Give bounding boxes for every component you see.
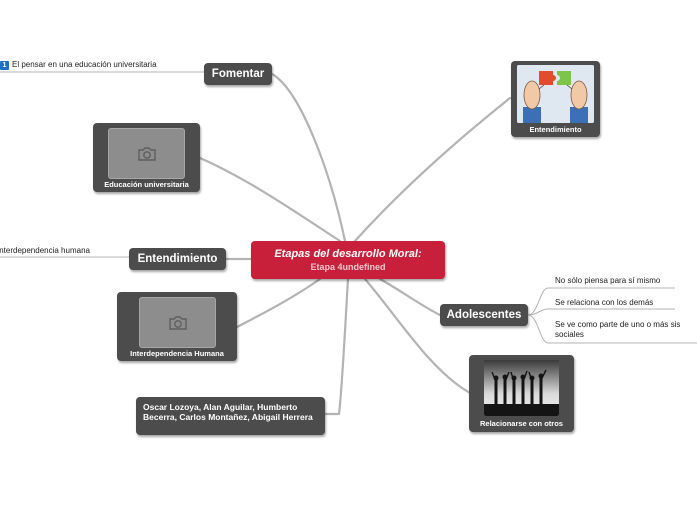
card-label: Entendimiento [529, 125, 582, 134]
card-relacionarse[interactable]: Relacionarse con otros [469, 355, 574, 432]
leaf-adolescentes-2[interactable]: Se relaciona con los demás [555, 298, 654, 307]
card-interdependencia[interactable]: Interdependencia Humana [117, 292, 237, 361]
topic-autores[interactable]: Oscar Lozoya, Alan Aguilar, Humberto Bec… [136, 397, 325, 435]
people-talking-image [517, 65, 594, 123]
card-label: Relacionarse con otros [480, 419, 563, 428]
topic-label: Adolescentes [446, 309, 522, 321]
priority-badge: 1 [0, 61, 9, 70]
camera-icon [137, 146, 156, 161]
topic-label: Fomentar [211, 68, 265, 80]
central-topic[interactable]: Etapas del desarrollo Moral: Etapa 4unde… [251, 241, 445, 279]
leaf-entendimiento[interactable]: Interdependencia humana [0, 246, 90, 255]
leaf-adolescentes-3-cont: sociales [555, 330, 584, 339]
topic-entendimiento[interactable]: Entendimiento [129, 248, 226, 270]
topic-label: Entendimiento [137, 253, 218, 265]
leaf-adolescentes-3[interactable]: Se ve como parte de uno o más sis [555, 320, 681, 329]
leaf-adolescentes-1[interactable]: No sólo piensa para sí mismo [555, 276, 661, 285]
central-title: Etapas del desarrollo Moral: [274, 248, 422, 260]
topic-label: Oscar Lozoya, Alan Aguilar, Humberto Bec… [143, 402, 313, 422]
topic-adolescentes[interactable]: Adolescentes [440, 304, 528, 326]
topic-fomentar[interactable]: Fomentar [204, 63, 272, 85]
card-educacion[interactable]: Educación universitaria [93, 123, 200, 192]
leaf-label: El pensar en una educación universitaria [12, 60, 157, 69]
card-entendimiento[interactable]: Entendimiento [511, 61, 600, 137]
card-label: Educación universitaria [104, 180, 189, 189]
camera-icon [168, 315, 187, 330]
group-silhouette-image [484, 360, 559, 416]
central-subtitle: Etapa 4undefined [310, 262, 386, 272]
leaf-label: Interdependencia humana [0, 246, 90, 255]
image-placeholder [108, 128, 185, 179]
image-placeholder [139, 297, 216, 348]
card-label: Interdependencia Humana [130, 349, 224, 358]
